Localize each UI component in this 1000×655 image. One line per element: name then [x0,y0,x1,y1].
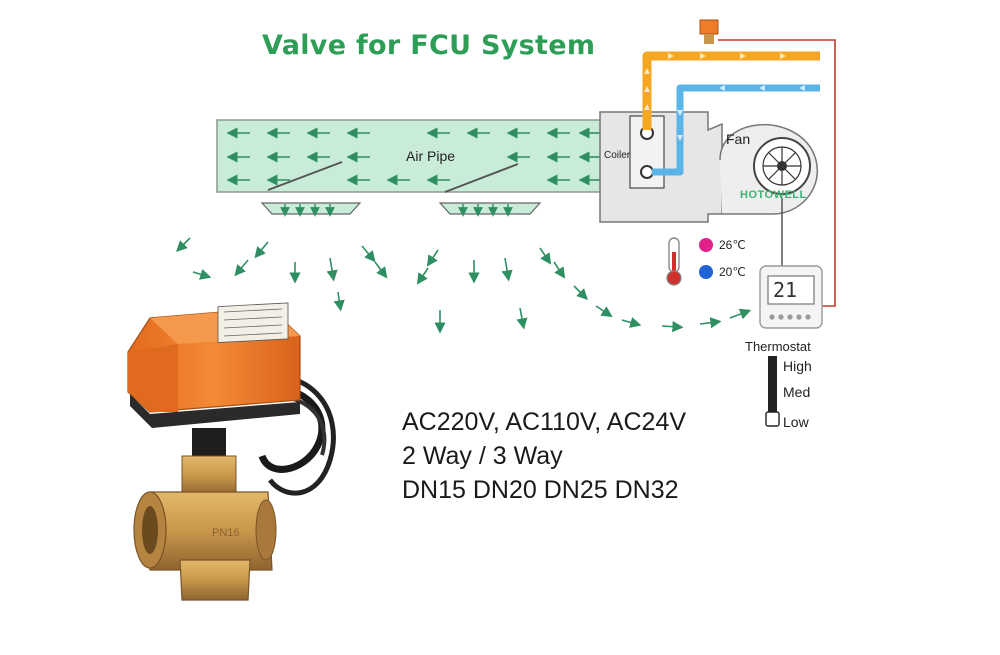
thermometer-icon [666,237,682,286]
fcu-unit [599,111,818,223]
body-marking: PN16 [212,527,240,539]
coiler-label: Coiler [604,150,631,161]
air-pipe [216,119,608,217]
spec-sizes: DN15 DN20 DN25 DN32 [402,476,679,504]
page-title: Valve for FCU System [262,30,596,61]
brand-watermark: HOTOWELL [740,189,807,201]
thermostat-display: 21 [773,278,798,302]
hot-water-pipe [642,51,820,130]
wiring-label [217,302,289,343]
hot-temp-label: 26℃ [719,238,746,252]
duct-flow-arrows [226,127,600,186]
valve-port-bottom [179,559,251,601]
cold-temp-label: 20℃ [719,265,746,279]
thermostat-device [759,265,823,329]
speed-low-label: Low [783,414,809,430]
spec-ways: 2 Way / 3 Way [402,442,563,470]
damper-right [438,163,542,217]
cold-water-pipe [652,84,820,176]
speed-slider [765,356,780,427]
cold-temp-dot [699,265,713,279]
damper-left [260,161,362,217]
room-airflow-arrows [176,237,752,334]
speed-high-label: High [783,358,812,374]
speed-med-label: Med [783,384,811,400]
air-pipe-label: Air Pipe [406,148,456,164]
brass-valve-body [149,491,273,571]
thermostat-label: Thermostat [745,339,811,354]
hot-temp-dot [699,238,713,252]
pipe-valve [699,19,719,44]
spec-voltage: AC220V, AC110V, AC24V [402,408,687,436]
motorized-valve-photo: PN16 [127,302,336,601]
coiler-outlet [640,165,654,179]
fan-label: Fan [726,131,751,147]
control-wire [718,39,836,307]
